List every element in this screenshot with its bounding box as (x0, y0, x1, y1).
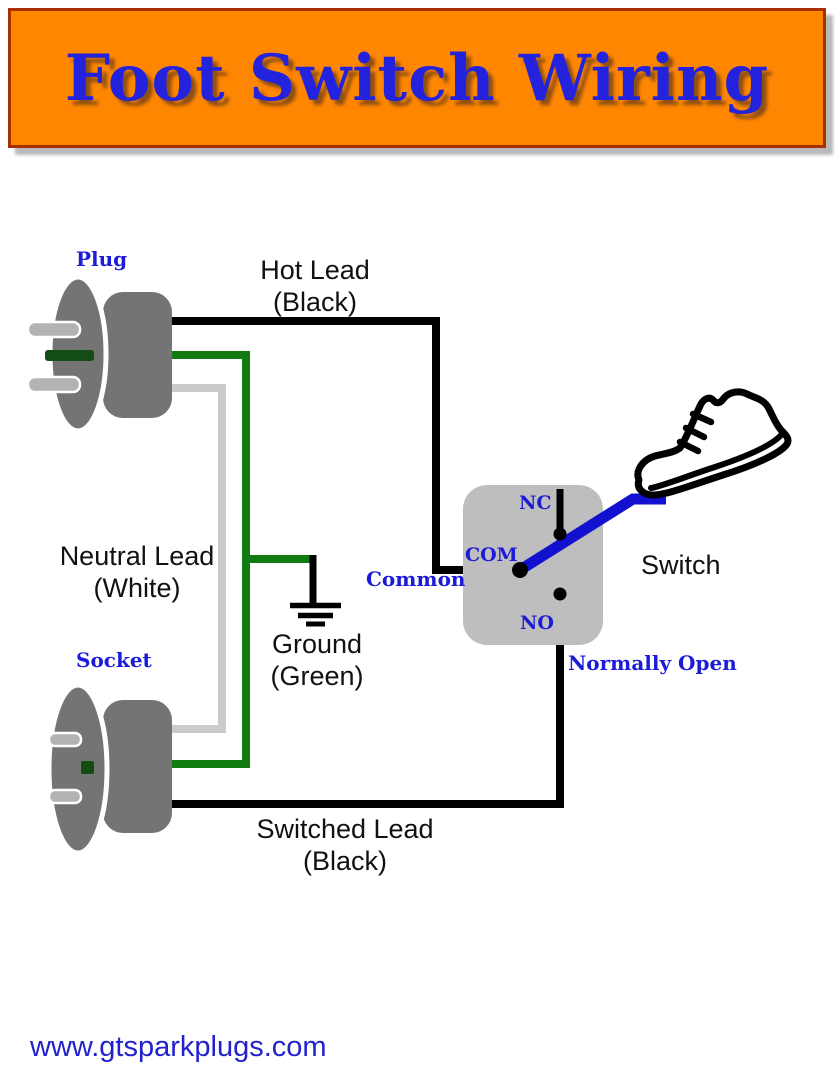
neutral-lead-wire (168, 384, 226, 733)
neutral-lead-line1: Neutral Lead (59, 541, 215, 571)
socket-slot-bottom (47, 788, 83, 805)
hot-lead-line2: (Black) (272, 286, 357, 317)
switched-lead-line2: (Black) (302, 845, 387, 876)
terminal-label-no: NO (520, 612, 554, 634)
ground-line2: (Green) (270, 660, 364, 691)
hot-lead-line1: Hot Lead (260, 255, 370, 285)
ground-symbol-icon (290, 555, 341, 627)
terminal-label-nc: NC (519, 492, 552, 514)
switch-lever (517, 493, 666, 575)
switch-label: Switch (641, 550, 721, 580)
plug-prong-top (26, 320, 82, 339)
switched-lead-label: Switched Lead (Black) (245, 814, 445, 878)
socket-icon (46, 682, 172, 856)
ground-label: Ground (Green) (217, 629, 417, 693)
plug-prong-bottom (26, 375, 82, 394)
foot-switch (463, 485, 666, 645)
plug-label: Plug (76, 247, 128, 271)
terminal-label-com: COM (465, 544, 518, 566)
page-title: Foot Switch Wiring (64, 40, 770, 116)
socket-slot-top (47, 731, 83, 748)
plug-prong-ground (45, 350, 94, 361)
hot-lead-label: Hot Lead (Black) (215, 255, 415, 319)
foot-shoe-icon (634, 388, 792, 499)
socket-slot-ground (81, 761, 94, 774)
switched-lead-wire (168, 594, 564, 808)
neutral-lead-label: Neutral Lead (White) (37, 541, 237, 605)
title-banner: Foot Switch Wiring (8, 8, 826, 148)
switched-lead-line1: Switched Lead (256, 814, 434, 844)
normally-open-label: Normally Open (568, 651, 737, 675)
common-label: Common (366, 567, 466, 591)
terminal-dot-nc (553, 527, 567, 541)
ground-line1: Ground (271, 629, 363, 659)
terminal-dot-com (512, 562, 528, 578)
website-url: www.gtsparkplugs.com (30, 1031, 327, 1063)
plug-icon (26, 274, 172, 434)
socket-label: Socket (76, 648, 152, 672)
terminal-dot-no (553, 587, 567, 601)
neutral-lead-line2: (White) (93, 572, 181, 603)
